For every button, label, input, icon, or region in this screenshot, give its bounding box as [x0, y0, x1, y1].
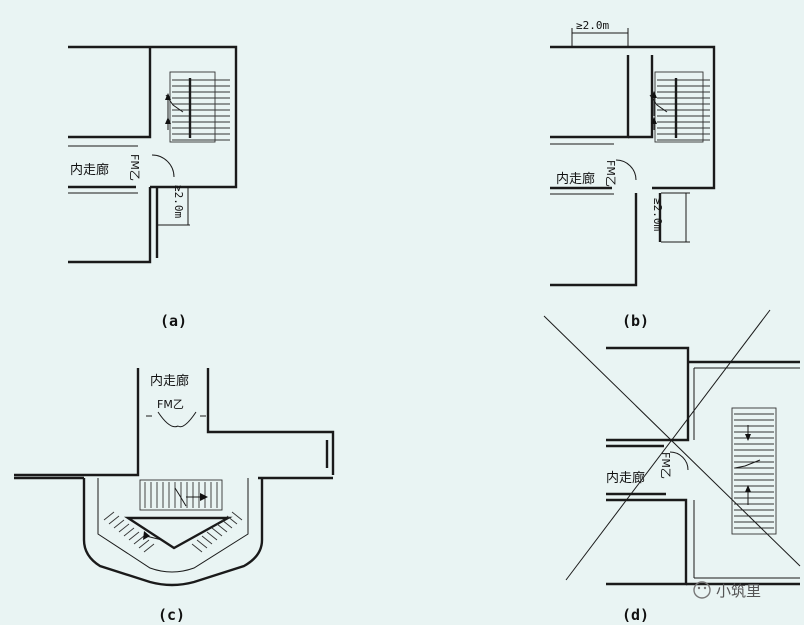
panel-d-caption: (d): [622, 606, 649, 624]
panel-a-walls: [68, 45, 238, 264]
panel-b-door-label: FM乙: [604, 160, 617, 187]
panel-c-door-swing-left: [157, 411, 179, 428]
stair-tread: [201, 535, 213, 545]
stair-tread: [108, 515, 120, 525]
panel-b: ≥2.0m 内走廊 FM乙 ≥2.0m (b): [550, 19, 716, 330]
stair-tread: [128, 531, 140, 541]
panel-c-door-swing-right: [177, 411, 197, 428]
stair-tread: [211, 527, 223, 537]
stair-tread: [231, 511, 243, 521]
wechat-icon: [693, 581, 711, 599]
panel-d-door-label: FM乙: [659, 452, 672, 479]
stair-tread: [191, 543, 203, 553]
panel-b-corridor-label: 内走廊: [556, 171, 595, 187]
panel-c-walls: [14, 368, 335, 587]
panel-d-stair: [731, 407, 777, 535]
stair-tread: [103, 511, 115, 521]
panel-a-door-swing: [151, 154, 175, 178]
watermark: 小筑里: [693, 581, 761, 600]
stair-tread: [123, 527, 135, 537]
panel-d-cross-line-2: [565, 309, 771, 581]
panel-a-corridor-label: 内走廊: [70, 162, 109, 178]
panel-b-stair: [649, 71, 710, 143]
stair-tread: [206, 531, 218, 541]
panel-d-walls: [606, 346, 800, 586]
watermark-brand: 小筑里: [716, 582, 761, 600]
panel-d-corridor-label: 内走廊: [606, 470, 645, 486]
panel-a-dimension: ≥2.0m: [172, 185, 185, 218]
stair-tread: [221, 519, 233, 529]
panel-b-dimension-side: ≥2.0m: [651, 198, 664, 231]
panel-b-dimension-top: ≥2.0m: [576, 19, 609, 32]
stair-tread: [113, 519, 125, 529]
panel-d: 内走廊 FM乙 (d): [543, 309, 801, 624]
stair-tread: [216, 523, 228, 533]
panel-d-cross-line-1: [543, 315, 801, 567]
stair-tread: [138, 539, 150, 549]
panel-a-stair: [165, 71, 230, 143]
panel-a-door-label: FM乙: [128, 154, 141, 181]
panel-b-door-swing: [615, 159, 637, 181]
stair-tread: [196, 539, 208, 549]
stair-tread: [143, 543, 155, 553]
panel-b-walls: [550, 45, 716, 287]
panel-c: 内走廊 FM乙 (c): [14, 368, 335, 624]
panel-d-door-swing: [669, 451, 689, 471]
panel-c-stair: [103, 479, 243, 553]
panel-a: 内走廊 FM乙 ≥2.0m (a): [68, 45, 238, 330]
stair-tread: [133, 535, 145, 545]
panel-a-caption: (a): [160, 312, 187, 330]
stair-tread: [118, 523, 130, 533]
panel-c-corridor-label: 内走廊: [150, 373, 189, 389]
panel-c-caption: (c): [158, 606, 185, 624]
panel-b-caption: (b): [622, 312, 649, 330]
stair-tread: [226, 515, 238, 525]
panel-c-door-label: FM乙: [157, 398, 184, 411]
